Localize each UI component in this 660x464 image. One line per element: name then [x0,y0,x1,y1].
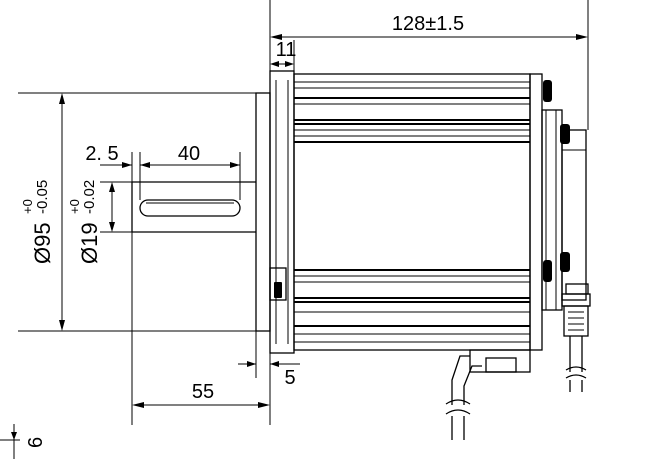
pilot-length-label: 5 [284,367,295,389]
dim-overall-length: 128±1.5 [269,0,589,130]
key-height-label: 6 [25,437,47,448]
motor-shaft [131,181,256,233]
flange-plate [255,92,271,332]
shaft-diameter-tol-upper: +0 [67,199,82,214]
dim-shaft-diameter: Ø19 +0 -0.02 [67,180,132,264]
dim-pilot-length: 5 [238,331,300,389]
end-cap-connector [269,267,287,301]
dim-key-height: 6 [0,424,47,459]
dim-shaft-length: 55 [131,232,271,425]
flange-thickness-label: 11 [276,39,297,61]
terminal-box [469,349,531,373]
flange-diameter-prefix: Ø95 [30,222,55,264]
key-offset-label: 2. 5 [85,143,118,165]
shaft-length-label: 55 [192,381,214,403]
shaft-diameter-prefix: Ø19 [77,222,102,264]
motor-body [255,70,591,440]
overall-length-label: 128±1.5 [392,13,464,35]
key-length-label: 40 [178,143,200,165]
dim-flange-thickness: 11 [270,39,296,71]
motor-housing [293,73,531,351]
dim-flange-diameter: Ø95 +0 -0.05 [18,92,256,332]
flange-diameter-tol-upper: +0 [20,199,35,214]
shaft-diameter-tol-lower: -0.02 [81,180,98,214]
rear-end-cap [529,73,543,351]
front-end-cap [269,70,295,354]
shaft-keyway [139,199,241,217]
encoder-cover [561,129,587,301]
dim-keyway: 2. 5 40 [85,143,241,200]
flange-diameter-tol-lower: -0.05 [34,180,51,214]
